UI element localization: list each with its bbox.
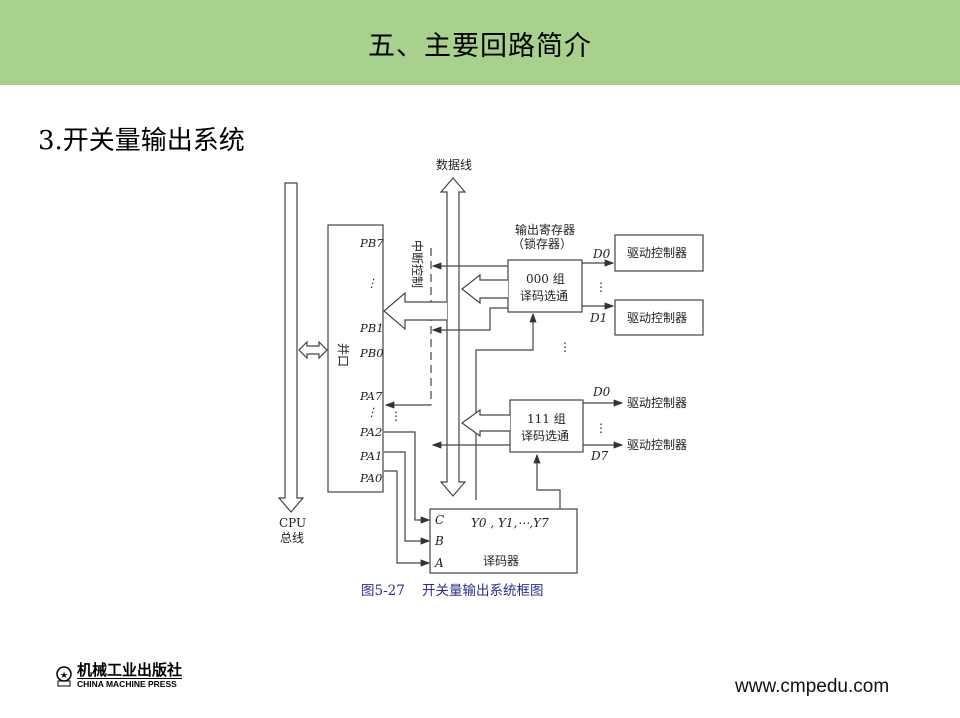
driver-label: 驱动控制器 (627, 246, 687, 260)
pb-data-arrow (383, 291, 447, 331)
gear-star-icon: ★ (56, 665, 72, 686)
pin-label: PB1 (359, 321, 384, 335)
slide-header: 五、主要回路简介 (0, 0, 960, 85)
cpu-bus-label: 总线 (280, 531, 304, 545)
decoder-label: 译码器 (483, 554, 519, 568)
pin-label: PB0 (359, 346, 384, 360)
group-111-label: 111 组 (527, 412, 566, 426)
data-line-label: 数据线 (436, 157, 472, 172)
ellipsis: ⋮ (595, 421, 607, 435)
d-label: D0 (592, 385, 611, 399)
publisher-logo: ★ 机械工业出版社 CHINA MACHINE PRESS (55, 661, 183, 689)
pin-label: PB7 (359, 236, 384, 250)
ellipsis: ⋮ (559, 340, 571, 354)
group-000-label: 译码选通 (520, 289, 568, 303)
driver-box (614, 234, 704, 272)
group-111-label: 译码选通 (521, 429, 569, 443)
decoder-input-b: B (434, 534, 444, 548)
pin-label: PA1 (359, 449, 382, 463)
publisher-en: CHINA MACHINE PRESS (77, 679, 177, 689)
output-register-label: （锁存器） (512, 236, 572, 251)
figure-caption: 图5-27 开关量输出系统框图 (361, 583, 544, 599)
d-label: D0 (592, 247, 611, 261)
pin-label: ⋮ (366, 276, 378, 290)
pin-label: ⋮ (366, 405, 378, 419)
pin-label: PA7 (359, 389, 383, 403)
group-111-data-arrow (460, 408, 510, 438)
output-register-label: 输出寄存器 (515, 222, 575, 237)
group-111-box (509, 399, 584, 453)
group-000-data-arrow (461, 273, 508, 305)
ellipsis: ⋮ (595, 280, 607, 294)
cpu-bus-arrow (277, 182, 305, 513)
pin-label: PA0 (359, 471, 382, 485)
decoder-box (429, 508, 578, 574)
pin-label: PA2 (359, 425, 382, 439)
decoder-outputs: Y0 , Y1,⋯,Y7 (471, 516, 549, 530)
d-label: D1 (589, 311, 607, 325)
section-title: 3.开关量输出系统 (38, 126, 245, 156)
slide-title: 五、主要回路简介 (368, 31, 592, 62)
svg-text:★: ★ (60, 671, 68, 681)
d-label: D7 (590, 449, 609, 463)
group-000-label: 000 组 (526, 272, 565, 286)
parallel-port-box (327, 224, 384, 493)
cpu-bus-label: CPU (279, 516, 306, 530)
decoder-input-a: A (434, 556, 444, 570)
interrupt-control-label: 中断控制 (410, 240, 425, 288)
bus-port-double-arrow (298, 340, 328, 360)
driver-label: 驱动控制器 (627, 438, 687, 452)
parallel-port-label: 并口 (336, 343, 350, 367)
driver-box (614, 299, 704, 336)
data-line-arrow (439, 177, 467, 497)
website-url: www.cmpedu.com (735, 676, 890, 697)
group-000-box (507, 259, 583, 313)
ellipsis: ⋮ (390, 409, 402, 423)
driver-label: 驱动控制器 (627, 311, 687, 325)
publisher-cn: 机械工业出版社 (77, 661, 183, 679)
decoder-input-c: C (435, 513, 444, 527)
driver-label: 驱动控制器 (627, 396, 687, 410)
